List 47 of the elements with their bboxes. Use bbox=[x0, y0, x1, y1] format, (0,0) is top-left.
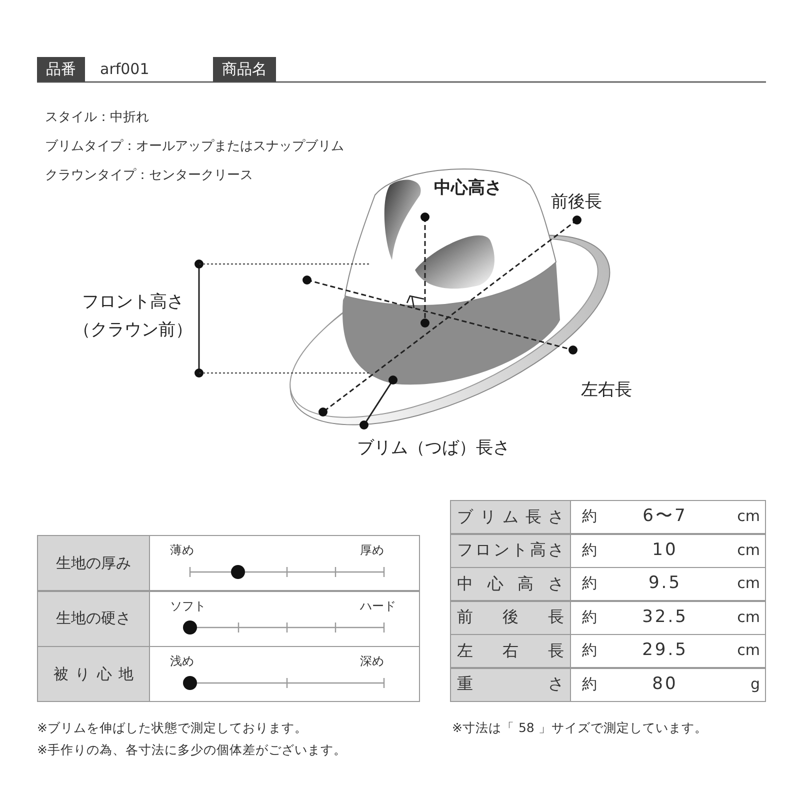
table-cell: 約 bbox=[582, 641, 597, 659]
spec-text: クラウンタイプ：センタークリース bbox=[45, 168, 253, 184]
product-code: arf001 bbox=[100, 60, 150, 78]
dimension-label: 中心高さ bbox=[434, 178, 502, 198]
table-header-cell: フロント高さ bbox=[450, 534, 571, 568]
scale-label: ソフト bbox=[170, 598, 206, 613]
table-cell-text: cm bbox=[736, 507, 760, 525]
field-label: 商品名 bbox=[213, 57, 276, 82]
spec-text: スタイル：中折れ bbox=[45, 110, 149, 126]
scale-label: 深め bbox=[360, 654, 384, 668]
table-cell-text: 9.5 bbox=[647, 573, 683, 594]
table-header-cell: 前後長 bbox=[450, 600, 571, 634]
table-cell-text: 29.5 bbox=[641, 640, 689, 660]
table-cell-text: 10 bbox=[651, 540, 679, 560]
table-cell-text: 32.5 bbox=[641, 606, 689, 627]
table-cell-text: cm bbox=[736, 540, 760, 558]
table-cell-text: cm bbox=[736, 641, 760, 659]
table-header-cell: 重さ bbox=[450, 668, 571, 702]
table-cell-text: 6〜7 bbox=[642, 506, 688, 526]
dimension-label: 前後長 bbox=[551, 192, 602, 212]
table-cell: 約 bbox=[582, 540, 597, 558]
dimension-label: 左右長 bbox=[581, 380, 632, 400]
table-cell: 約 bbox=[582, 507, 597, 525]
table-header-cell: 左右長 bbox=[450, 634, 571, 668]
table-cell: 約 bbox=[582, 674, 597, 692]
table-cell-text: g bbox=[749, 674, 760, 692]
table-header-cell: 生地の厚み bbox=[37, 535, 150, 591]
note-text: ※手作りの為、各寸法に多少の個体差がございます。 bbox=[37, 742, 346, 757]
dimension-label: フロント高さ（クラウン前） bbox=[72, 291, 194, 342]
table-cell: 約 bbox=[582, 608, 597, 626]
note-text: ※ブリムを伸ばした状態で測定しております。 bbox=[37, 720, 308, 735]
table-cell-text: cm bbox=[736, 608, 760, 626]
table-cell: 約 bbox=[582, 574, 597, 592]
table-header-cell: ブリム長さ bbox=[450, 500, 571, 534]
spec-text: ブリムタイプ：オールアップまたはスナップブリム bbox=[45, 139, 344, 155]
note-text: ※寸法は「 58 」サイズで測定しています。 bbox=[452, 720, 708, 735]
table-header-cell: 被り心地 bbox=[37, 646, 150, 702]
scale-label: 厚め bbox=[360, 543, 384, 558]
table-header-cell: 生地の硬さ bbox=[37, 590, 150, 646]
scale-label: ハード bbox=[360, 598, 396, 613]
table-cell-text: cm bbox=[736, 574, 760, 592]
scale-label: 薄め bbox=[170, 543, 194, 558]
scale-label: 浅め bbox=[170, 654, 194, 668]
dimension-label: ブリム（つば）長さ bbox=[357, 438, 510, 458]
field-label: 品番 bbox=[37, 57, 85, 82]
table-header-cell: 中心高さ bbox=[450, 567, 571, 601]
table-cell-text: 80 bbox=[651, 674, 679, 694]
